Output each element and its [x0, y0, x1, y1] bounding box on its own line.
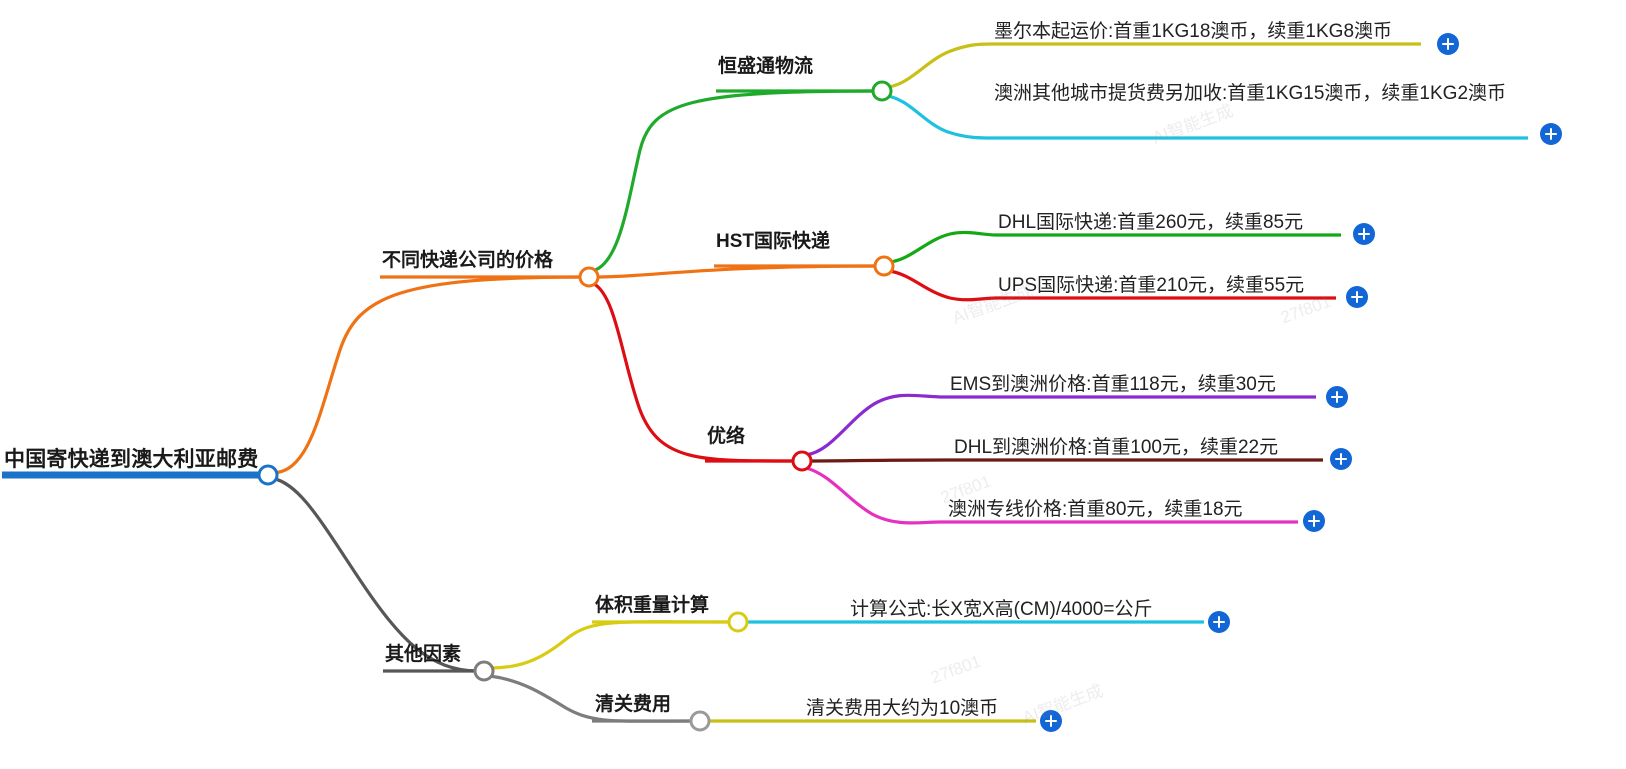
- node-dot-customs: [689, 710, 711, 732]
- expand-button-other-cities[interactable]: [1540, 123, 1562, 145]
- branch-label-youluo[interactable]: 优络: [707, 426, 746, 447]
- leaf-label-customs-fee[interactable]: 清关费用大约为10澳币: [806, 698, 999, 719]
- leaf-label-ems[interactable]: EMS到澳洲价格:首重118元，续重30元: [950, 374, 1276, 395]
- edge-other-to-volumetric: [489, 620, 734, 670]
- leaf-label-melbourne[interactable]: 墨尔本起运价:首重1KG18澳币，续重1KG8澳币: [994, 21, 1393, 42]
- edge-youluo-to-dhl-au: [807, 458, 949, 463]
- leaf-label-ups-intl[interactable]: UPS国际快递:首重210元，续重55元: [998, 275, 1305, 296]
- node-dot-youluo: [791, 450, 813, 472]
- expand-button-ups-intl[interactable]: [1346, 286, 1368, 308]
- branch-label-hengshengtong[interactable]: 恒盛通物流: [718, 56, 814, 77]
- leaf-label-au-line[interactable]: 澳洲专线价格:首重80元，续重18元: [948, 499, 1243, 520]
- expand-button-ems[interactable]: [1326, 386, 1348, 408]
- edge-hst-to-ups-intl: [889, 269, 997, 302]
- branch-label-hst[interactable]: HST国际快递: [716, 231, 831, 252]
- leaf-label-dhl-intl[interactable]: DHL国际快递:首重260元，续重85元: [998, 212, 1304, 233]
- edge-youluo-to-ems: [805, 393, 945, 457]
- watermark-brand-2: AI智能生成: [1019, 681, 1106, 728]
- node-dot-other-factors: [473, 660, 495, 682]
- expand-button-au-line[interactable]: [1303, 510, 1325, 532]
- node-dot-express-prices: [578, 266, 600, 288]
- edge-hengshengtong-to-other-cities: [887, 94, 993, 140]
- leaf-label-other-cities[interactable]: 澳洲其他城市提货费另加收:首重1KG15澳币，续重1KG2澳币: [994, 83, 1507, 104]
- node-dot-hengshengtong: [871, 80, 893, 102]
- edge-hengshengtong-to-melbourne: [887, 42, 993, 89]
- watermark-id-2: 27f801: [928, 651, 984, 688]
- node-dot-root: [257, 464, 279, 486]
- leaf-label-dhl-au[interactable]: DHL到澳洲价格:首重100元，续重22元: [954, 437, 1279, 458]
- edge-root-to-other-factors: [271, 476, 479, 673]
- expand-button-formula[interactable]: [1208, 611, 1230, 633]
- branch-label-volumetric[interactable]: 体积重量计算: [595, 595, 710, 616]
- edge-youluo-to-au-line: [805, 466, 941, 525]
- edge-prices-to-youluo: [593, 282, 798, 463]
- expand-button-dhl-intl[interactable]: [1353, 223, 1375, 245]
- leaf-label-formula[interactable]: 计算公式:长X宽X高(CM)/4000=公斤: [850, 599, 1153, 620]
- edge-prices-to-hst: [595, 264, 880, 279]
- branch-label-customs[interactable]: 清关费用: [595, 694, 672, 715]
- root-node-label[interactable]: 中国寄快递到澳大利亚邮费: [4, 448, 259, 471]
- node-dot-volumetric: [727, 611, 749, 633]
- expand-button-melbourne[interactable]: [1437, 33, 1459, 55]
- branch-label-express-prices[interactable]: 不同快递公司的价格: [382, 250, 554, 271]
- node-dot-hst: [873, 255, 895, 277]
- edge-hst-to-dhl-intl: [889, 230, 997, 264]
- expand-button-customs-fee[interactable]: [1040, 710, 1062, 732]
- branch-label-other-factors[interactable]: 其他因素: [385, 644, 462, 665]
- expand-button-dhl-au[interactable]: [1330, 448, 1352, 470]
- edge-root-to-express-prices: [271, 275, 587, 475]
